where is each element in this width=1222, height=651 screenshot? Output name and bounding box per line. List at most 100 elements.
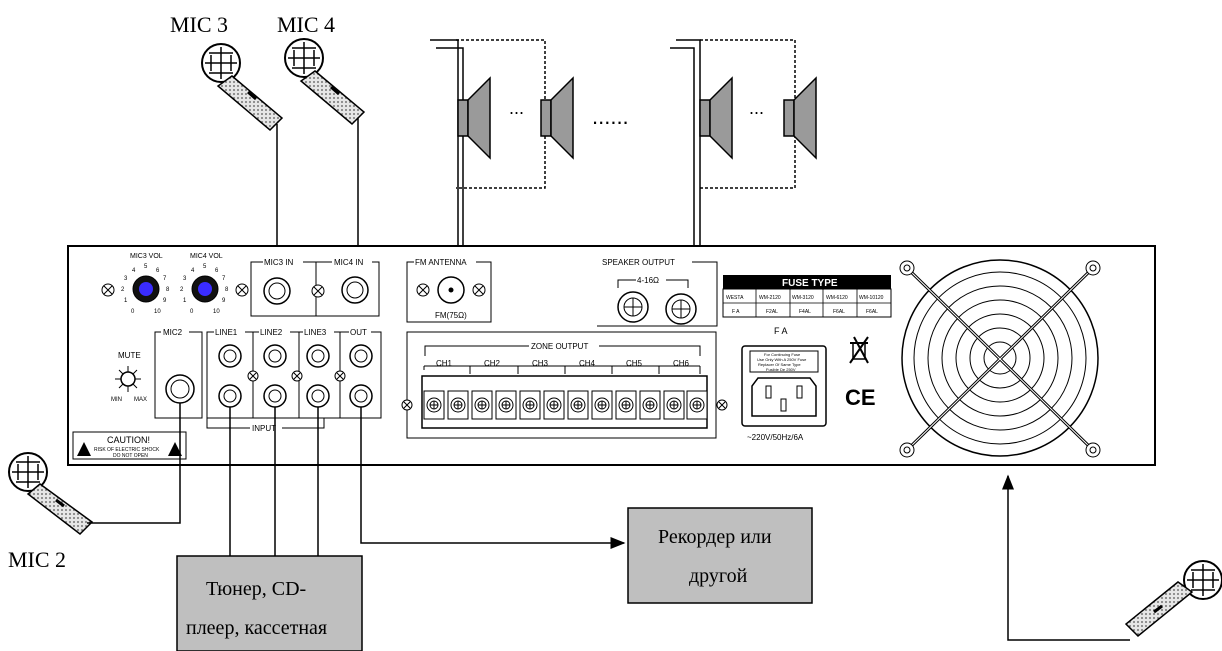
mic2-icon xyxy=(8,452,94,535)
fan-arrow-cable xyxy=(1002,474,1130,641)
caution-title: CAUTION! xyxy=(107,435,150,445)
dots-short: ... xyxy=(509,98,524,118)
svg-text:10: 10 xyxy=(154,309,161,315)
ce-mark: CE xyxy=(845,385,876,410)
svg-text:WM-2120: WM-2120 xyxy=(759,295,781,301)
mic3-volume-knob[interactable] xyxy=(132,275,160,303)
screw-icon xyxy=(101,283,115,297)
screw-icon xyxy=(235,283,249,297)
fuse-type-title: FUSE TYPE xyxy=(782,278,838,289)
svg-text:7: 7 xyxy=(222,276,226,282)
svg-text:F2AL: F2AL xyxy=(766,309,778,315)
mic-icon xyxy=(1124,560,1222,638)
fan-grille-icon xyxy=(901,259,1099,457)
svg-text:9: 9 xyxy=(163,298,167,304)
svg-text:8: 8 xyxy=(225,287,229,293)
svg-text:6: 6 xyxy=(156,268,160,274)
fuse-type-table: FUSE TYPE WESTA WM-2120 WM-3120 WM-6120 … xyxy=(722,275,892,318)
caution-line2: DO NOT OPEN xyxy=(113,453,148,459)
mic2-cable xyxy=(87,403,181,524)
mic3-in-jack[interactable] xyxy=(263,277,291,305)
input-label: INPUT xyxy=(252,424,276,433)
channel-labels: CH1 CH2 CH3 CH4 CH5 CH6 xyxy=(434,358,693,369)
terminal-screws[interactable] xyxy=(423,390,708,420)
ch6-label: CH6 xyxy=(673,359,690,368)
svg-text:8: 8 xyxy=(166,287,170,293)
svg-text:2: 2 xyxy=(180,287,184,293)
svg-text:For Continuing Fuse: For Continuing Fuse xyxy=(764,352,801,357)
recorder-line2: другой xyxy=(689,565,748,587)
mute-min-label: MIN xyxy=(111,397,122,403)
mic3-in-label: MIC3 IN xyxy=(264,258,294,267)
recorder-box xyxy=(627,507,813,604)
power-rating-label: ~220V/50Hz/6A xyxy=(747,433,804,442)
line2-label: LINE2 xyxy=(260,328,283,337)
svg-text:Replacer Of Same Type: Replacer Of Same Type xyxy=(758,362,801,367)
screw-icon xyxy=(247,370,346,382)
screw-icon xyxy=(416,283,430,297)
ch1-label: CH1 xyxy=(436,359,453,368)
svg-text:6: 6 xyxy=(215,268,219,274)
svg-text:1: 1 xyxy=(124,298,128,304)
dots-long: ...... xyxy=(592,104,629,129)
mic2-jack[interactable] xyxy=(165,374,195,404)
speaker-group-b xyxy=(670,39,796,292)
mic4-in-label: MIC4 IN xyxy=(334,258,364,267)
speaker-output-label: SPEAKER OUTPUT xyxy=(602,258,675,267)
svg-text:F4AL: F4AL xyxy=(799,309,811,315)
ch5-label: CH5 xyxy=(626,359,643,368)
fm-antenna-jack[interactable] xyxy=(437,276,465,304)
mic3-icon xyxy=(201,43,284,132)
mute-control-icon[interactable] xyxy=(115,366,141,392)
zone-output-label: ZONE OUTPUT xyxy=(531,342,588,351)
line1-label: LINE1 xyxy=(215,328,238,337)
mic4-vol-label: MIC4 VOL xyxy=(190,253,223,260)
svg-text:0: 0 xyxy=(131,309,135,315)
knob-scale-mic3: 0 1 2 3 4 5 6 7 8 9 10 xyxy=(121,264,170,315)
weee-bin-icon xyxy=(849,336,869,364)
svg-text:3: 3 xyxy=(124,276,128,282)
ch4-label: CH4 xyxy=(579,359,596,368)
screw-icon xyxy=(899,260,1101,458)
mic4-volume-knob[interactable] xyxy=(191,275,219,303)
screw-icon xyxy=(311,284,325,298)
mute-max-label: MAX xyxy=(134,397,147,403)
svg-text:Fusible De 250V: Fusible De 250V xyxy=(766,367,796,372)
speaker-impedance-label: 4-16Ω xyxy=(637,276,659,285)
ch2-label: CH2 xyxy=(484,359,501,368)
svg-text:F6AL: F6AL xyxy=(833,309,845,315)
mic2-label: MIC2 xyxy=(163,328,183,337)
svg-text:F6AL: F6AL xyxy=(866,309,878,315)
rca-jacks[interactable] xyxy=(218,344,373,408)
svg-text:5: 5 xyxy=(144,264,148,270)
mic4-icon xyxy=(284,38,366,126)
ch3-label: CH3 xyxy=(532,359,549,368)
svg-text:WM-6120: WM-6120 xyxy=(826,295,848,301)
mic-in-box xyxy=(250,261,380,317)
svg-text:10: 10 xyxy=(213,309,220,315)
svg-text:3: 3 xyxy=(183,276,187,282)
power-inlet[interactable]: For Continuing Fuse Use Only With A 250V… xyxy=(741,345,827,427)
mic2-label-bottom: MIC 2 xyxy=(8,547,66,572)
out-cable xyxy=(360,407,626,549)
screw-icon xyxy=(401,399,728,411)
mic4-label: MIC 4 xyxy=(277,12,335,37)
speaker-output-terminal[interactable] xyxy=(665,293,697,325)
dots-short: ... xyxy=(749,98,764,118)
svg-text:F A: F A xyxy=(732,309,740,315)
caution-line1: RISK OF ELECTRIC SHOCK xyxy=(94,447,160,453)
recorder-line1: Рекордер или xyxy=(658,526,772,548)
fm-impedance-label: FM(75Ω) xyxy=(435,311,467,320)
fa-label: F A xyxy=(774,326,788,336)
screw-icon xyxy=(472,283,486,297)
svg-text:WESTA: WESTA xyxy=(726,295,744,301)
svg-text:WM-10120: WM-10120 xyxy=(859,295,884,301)
speaker-icon xyxy=(457,76,491,160)
mic4-in-jack[interactable] xyxy=(341,276,369,304)
mic3-label: MIC 3 xyxy=(170,12,228,37)
fm-antenna-label: FM ANTENNA xyxy=(415,258,467,267)
svg-text:4: 4 xyxy=(132,268,136,274)
svg-text:5: 5 xyxy=(203,264,207,270)
mute-label: MUTE xyxy=(118,351,141,360)
speaker-output-terminal[interactable] xyxy=(617,291,649,323)
